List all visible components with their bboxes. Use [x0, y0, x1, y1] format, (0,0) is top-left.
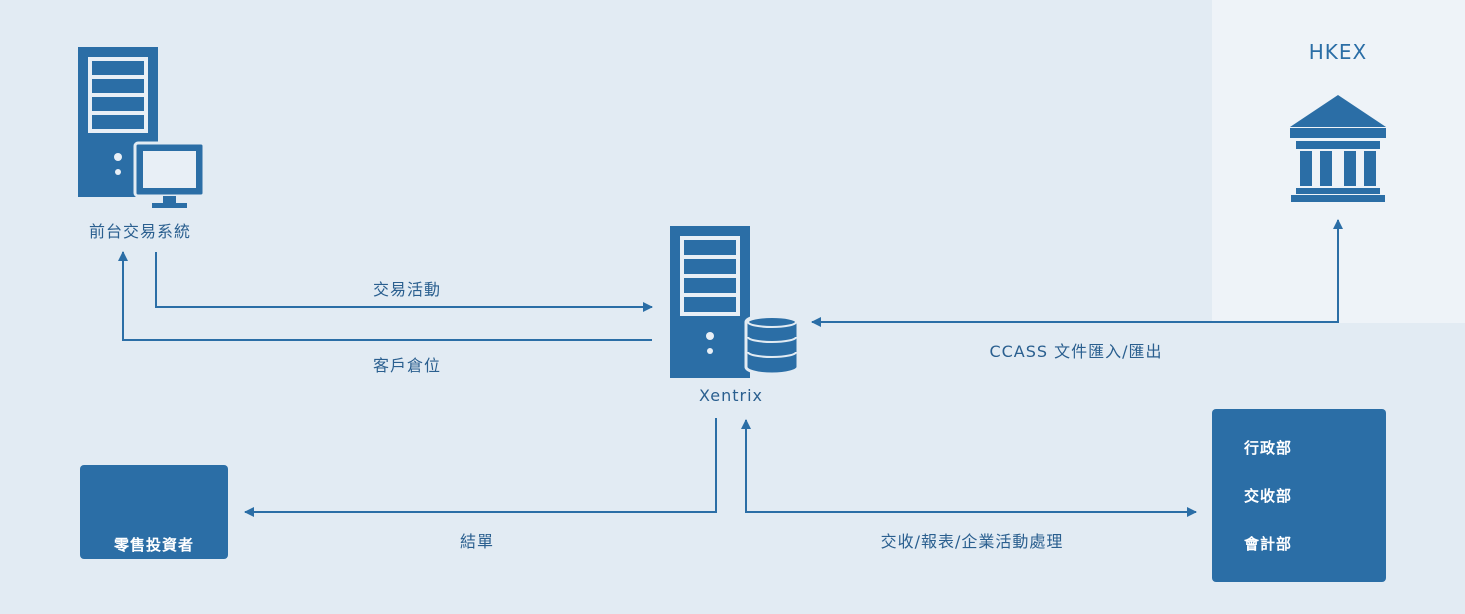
dept-accounting-label: 會計部: [1244, 535, 1293, 553]
settlement-arrow: [741, 419, 1197, 517]
hkex-title: HKEX: [1308, 40, 1368, 64]
bank-building-icon: [1290, 95, 1386, 202]
client-positions-arrow: [118, 251, 652, 341]
xentrix-label: Xentrix: [699, 386, 763, 405]
front-office-server-icon: [78, 47, 158, 197]
departments-box: 行政部 交收部 會計部: [1212, 409, 1386, 582]
retail-investor-box: 零售投資者: [80, 465, 228, 559]
trading-activity-label: 交易活動: [372, 280, 442, 299]
database-icon: [744, 313, 800, 376]
settlement-label: 交收/報表/企業活動處理: [880, 532, 1064, 551]
retail-investor-label: 零售投資者: [113, 536, 194, 554]
xentrix-server-icon: [670, 226, 750, 378]
statements-label: 結單: [459, 532, 495, 551]
statements-arrow: [244, 418, 717, 517]
monitor-icon: [133, 141, 206, 208]
trading-activity-arrow: [155, 252, 653, 312]
ccass-label: CCASS 文件匯入/匯出: [989, 342, 1163, 361]
client-positions-label: 客戶倉位: [372, 356, 442, 375]
ccass-arrow: [811, 219, 1343, 327]
dept-admin-label: 行政部: [1244, 439, 1293, 457]
dept-settlement-label: 交收部: [1244, 487, 1293, 505]
front-office-label: 前台交易系統: [88, 222, 192, 241]
